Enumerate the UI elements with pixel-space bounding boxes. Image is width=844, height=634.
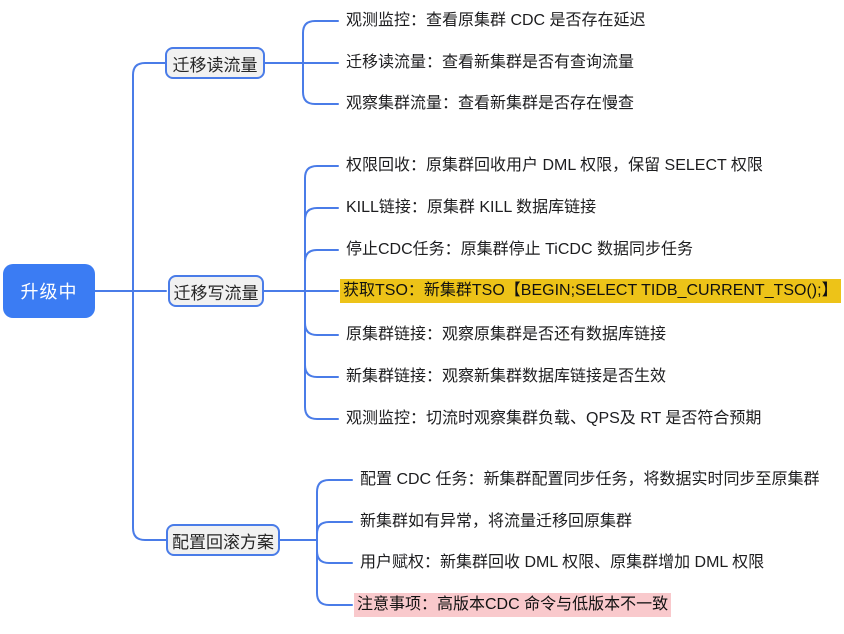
leaf-node[interactable]: 观察集群流量：查看新集群是否存在慢查 — [346, 95, 635, 112]
edge-b1-c4 — [304, 290, 339, 336]
leaf-node[interactable]: 权限回收：原集群回收用户 DML 权限，保留 SELECT 权限 — [346, 157, 763, 174]
edge-b1-c5 — [304, 290, 339, 378]
edge-b2-c3 — [316, 539, 353, 606]
leaf-node[interactable]: 配置 CDC 任务：新集群配置同步任务，将数据实时同步至原集群 — [360, 471, 820, 488]
leaf-node[interactable]: 原集群链接：观察原集群是否还有数据库链接 — [346, 326, 667, 343]
leaf-node-notes-highlighted[interactable]: 注意事项：高版本CDC 命令与低版本不一致 — [354, 593, 672, 617]
branch-node-migrate-write-traffic[interactable]: 迁移写流量 — [168, 275, 264, 307]
edge-b2-c0 — [316, 479, 353, 541]
edge-b1-c0 — [304, 165, 339, 292]
leaf-node[interactable]: 观测监控：切流时观察集群负载、QPS及 RT 是否符合预期 — [346, 410, 762, 427]
root-node-upgrading[interactable]: 升级中 — [3, 264, 95, 318]
leaf-node[interactable]: 迁移读流量：查看新集群是否有查询流量 — [346, 54, 635, 71]
edge-b0-c0 — [302, 20, 339, 64]
edge-trunk — [132, 62, 167, 541]
branch-node-rollback-plan[interactable]: 配置回滚方案 — [166, 524, 280, 556]
leaf-node[interactable]: 新集群链接：观察新集群数据库链接是否生效 — [346, 368, 667, 385]
leaf-node[interactable]: KILL链接：原集群 KILL 数据库链接 — [346, 199, 597, 216]
edge-b2-c2 — [316, 539, 353, 564]
leaf-node[interactable]: 用户赋权：新集群回收 DML 权限、原集群增加 DML 权限 — [360, 554, 765, 571]
leaf-node-get-tso-highlighted[interactable]: 获取TSO：新集群TSO【BEGIN;SELECT TIDB_CURRENT_T… — [340, 279, 841, 303]
edge-b1-c2 — [304, 249, 339, 292]
leaf-node[interactable]: 观测监控：查看原集群 CDC 是否存在延迟 — [346, 12, 646, 29]
edge-b2-c1 — [316, 521, 353, 541]
edge-b0-c2 — [302, 62, 339, 105]
leaf-node[interactable]: 新集群如有异常，将流量迁移回原集群 — [360, 513, 633, 530]
edge-b1-c6 — [304, 290, 339, 420]
edge-b1-c1 — [304, 207, 339, 292]
leaf-node[interactable]: 停止CDC任务：原集群停止 TiCDC 数据同步任务 — [346, 241, 693, 258]
branch-node-migrate-read-traffic[interactable]: 迁移读流量 — [165, 47, 265, 79]
